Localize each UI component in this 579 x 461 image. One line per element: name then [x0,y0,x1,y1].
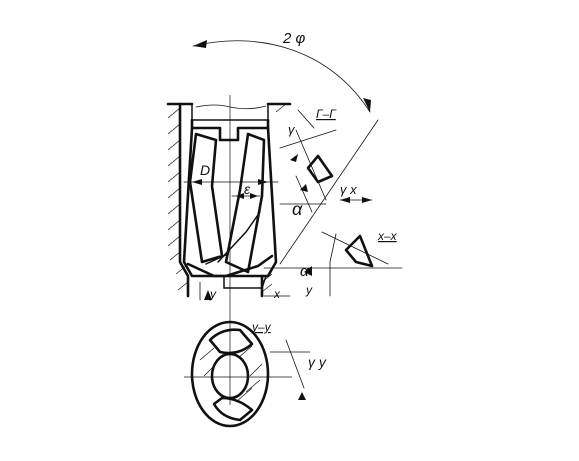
housing-walls [166,102,292,298]
gamma-y-label: γ y [308,354,327,370]
section-yy: γ y y–y [184,320,327,428]
diameter-dimension: D [183,162,279,185]
section-markers: y x y [199,281,313,301]
x-marker-label: x [273,287,281,301]
point-angle-dimension: 2 φ [192,30,379,265]
alpha-main-label: α [292,199,303,219]
y-right-label: y [305,283,313,297]
section-yy-label: y–y [251,320,272,334]
angle-2phi-label: 2 φ [282,30,306,47]
helix-angle: ε [231,181,261,199]
clearance-angle: α [279,175,327,219]
diameter-label: D [200,162,210,178]
section-xx: γ x x–x α [263,182,403,297]
gamma-x-label: γ x [340,182,357,197]
gamma-gg-label: γ [288,122,296,137]
alpha-x-label: α [300,263,309,280]
section-xx-label: x–x [377,229,398,243]
y-left-label: y [209,287,217,301]
epsilon-label: ε [244,181,251,197]
section-gg: γ Г–Г [279,107,337,201]
section-gg-label: Г–Г [316,107,337,121]
